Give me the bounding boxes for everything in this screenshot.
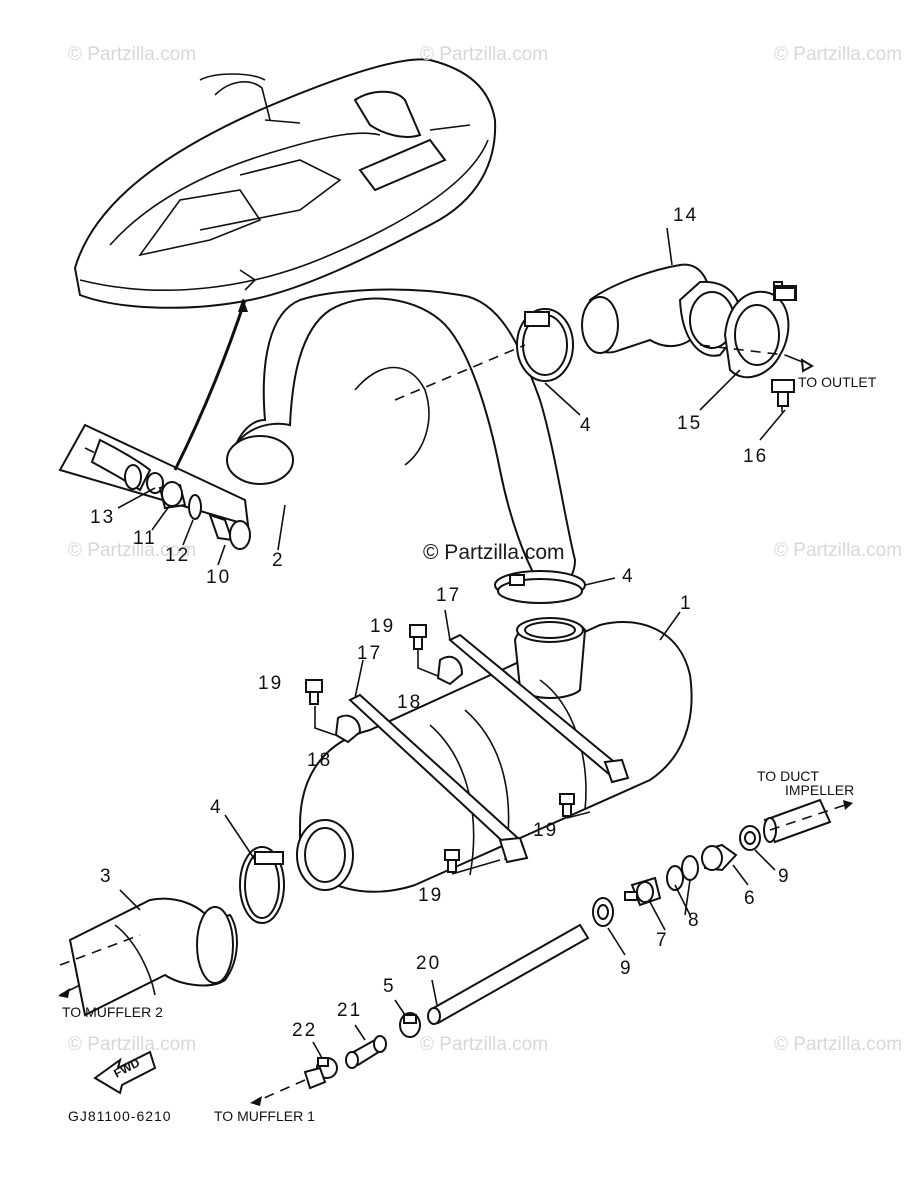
callout-21: 21 [337, 1000, 363, 1021]
callout-17-right: 17 [436, 585, 462, 606]
hose-20 [427, 923, 590, 1025]
clamp-lower [239, 846, 285, 924]
callout-19-top: 19 [370, 616, 396, 637]
watermark-mid-left: © Partzilla.com [68, 540, 197, 561]
watermark-top-center: © Partzilla.com [420, 44, 549, 65]
clamp-middle [494, 570, 586, 604]
outlet-assembly [516, 263, 797, 382]
joint-pipe [58, 897, 238, 1017]
callout-19-bottom: 19 [418, 885, 444, 906]
label-to-muffler-2: TO MUFFLER 2 [62, 1004, 163, 1020]
diagram-code: GJ81100-6210 [68, 1108, 172, 1124]
callout-10: 10 [206, 567, 232, 588]
watermark-top-right: © Partzilla.com [774, 44, 903, 65]
callout-16: 16 [743, 446, 769, 467]
callout-4-top: 4 [580, 415, 593, 436]
callout-8: 8 [688, 910, 701, 931]
callout-9-left: 9 [620, 958, 633, 979]
bolt-16 [771, 379, 795, 412]
fwd-arrow-icon [93, 1050, 157, 1095]
label-impeller: IMPELLER [785, 782, 855, 798]
callout-13: 13 [90, 507, 116, 528]
callout-6: 6 [744, 888, 757, 909]
label-to-muffler-1: TO MUFFLER 1 [214, 1108, 315, 1124]
callout-14: 14 [673, 205, 699, 226]
callout-9-right: 9 [778, 866, 791, 887]
callout-18-right: 18 [397, 692, 423, 713]
label-to-outlet: TO OUTLET [798, 374, 877, 390]
watercraft-illustration [73, 58, 497, 309]
callout-11: 11 [133, 528, 157, 549]
left-fittings [58, 298, 251, 550]
muffler-body [296, 617, 693, 893]
watermark-bottom-right: © Partzilla.com [774, 1034, 903, 1055]
callout-4-lower: 4 [210, 797, 223, 818]
watermark-bottom-center: © Partzilla.com [420, 1034, 549, 1055]
watermark-top-left: © Partzilla.com [68, 44, 197, 65]
watermark-mid-right: © Partzilla.com [774, 540, 903, 561]
leader-lines [117, 227, 786, 1059]
callout-1: 1 [680, 593, 693, 614]
straps [348, 633, 630, 864]
callout-3: 3 [100, 866, 113, 887]
callout-17-left: 17 [357, 643, 383, 664]
bolts-brackets [305, 624, 591, 875]
callout-5: 5 [383, 976, 396, 997]
label-to-duct: TO DUCT [757, 768, 819, 784]
callout-15: 15 [677, 413, 703, 434]
callout-18-left: 18 [307, 750, 333, 771]
callout-7: 7 [656, 930, 669, 951]
callout-19-right: 19 [533, 820, 559, 841]
callout-2: 2 [272, 550, 285, 571]
callout-12: 12 [165, 545, 191, 566]
lower-small-parts [250, 1012, 421, 1106]
callout-22: 22 [292, 1020, 318, 1041]
watermark-mid-center: © Partzilla.com [423, 541, 565, 564]
callout-20: 20 [416, 953, 442, 974]
callout-4-middle: 4 [622, 566, 635, 587]
callout-19-left: 19 [258, 673, 284, 694]
watermark-bottom-left: © Partzilla.com [68, 1034, 197, 1055]
right-fittings [592, 798, 853, 927]
